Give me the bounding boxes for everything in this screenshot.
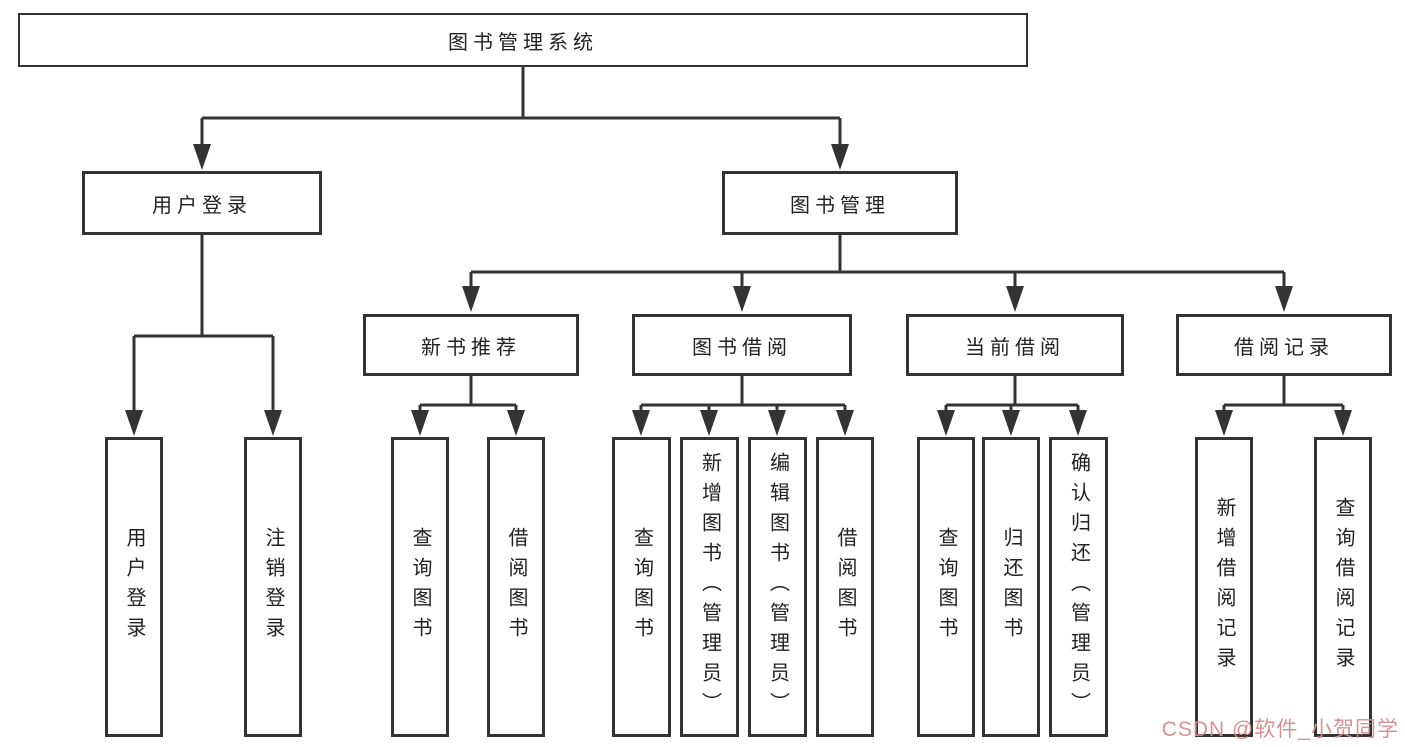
leaf-label: 新增借阅记录 [1213, 497, 1235, 677]
arrow-down-icon [411, 410, 429, 436]
arrow-down-icon [507, 410, 525, 436]
leaf-label: 查询借阅记录 [1332, 497, 1354, 677]
node-library-system: 图书管理系统 [18, 13, 1028, 67]
edge-bookmgmt-to-level3 [469, 235, 1286, 294]
leaf-label: 借阅图书 [834, 527, 856, 647]
leaf-label: 新增图书（管理员） [698, 452, 721, 722]
arrow-down-icon [462, 286, 480, 312]
leaf-label: 查询图书 [409, 527, 431, 647]
leaf-label: 用户登录 [123, 527, 145, 647]
leaf-return-book: 归还图书 [982, 437, 1040, 737]
arrow-down-icon [1215, 410, 1233, 436]
node-book-borrow: 图书借阅 [632, 314, 852, 376]
leaf-add-borrow-record: 新增借阅记录 [1195, 437, 1253, 737]
leaf-label: 查询图书 [935, 527, 957, 647]
leaf-add-book-admin: 新增图书（管理员） [680, 437, 739, 737]
arrow-down-icon [1006, 286, 1024, 312]
leaf-query-book-2: 查询图书 [612, 437, 671, 737]
arrow-down-icon [1334, 410, 1352, 436]
leaf-query-borrow-record: 查询借阅记录 [1314, 437, 1372, 737]
leaf-label: 编辑图书（管理员） [766, 452, 789, 722]
arrow-down-icon [1069, 410, 1087, 436]
leaf-query-book-1: 查询图书 [391, 437, 449, 737]
node-current-borrow: 当前借阅 [906, 314, 1124, 376]
leaf-user-login: 用户登录 [105, 437, 163, 737]
arrow-down-icon [733, 286, 751, 312]
edge-root-to-level2 [200, 67, 842, 152]
arrow-down-icon [1002, 410, 1020, 436]
leaf-label: 注销登录 [262, 527, 284, 647]
leaf-label: 查询图书 [630, 527, 653, 647]
leaf-query-book-3: 查询图书 [917, 437, 975, 737]
leaf-label: 归还图书 [1000, 527, 1022, 647]
node-book-management: 图书管理 [722, 171, 958, 235]
edge-userlogin-to-leaves [132, 235, 275, 420]
leaf-logout: 注销登录 [244, 437, 302, 737]
arrow-down-icon [836, 410, 854, 436]
edge-current-to-leaves [944, 376, 1080, 420]
arrow-down-icon [1275, 286, 1293, 312]
arrow-down-icon [125, 410, 143, 436]
node-borrow-record: 借阅记录 [1176, 314, 1392, 376]
arrow-down-icon [193, 144, 211, 170]
arrow-down-icon [264, 410, 282, 436]
edge-borrow-to-leaves [639, 376, 847, 420]
arrow-down-icon [937, 410, 955, 436]
leaf-borrow-book-2: 借阅图书 [816, 437, 874, 737]
arrow-down-icon [768, 410, 786, 436]
arrow-down-icon [700, 410, 718, 436]
arrow-down-icon [831, 144, 849, 170]
leaf-label: 借阅图书 [505, 527, 527, 647]
edge-newbook-to-leaves [418, 376, 518, 420]
leaf-label: 确认归还（管理员） [1067, 452, 1090, 722]
arrow-down-icon [632, 410, 650, 436]
leaf-confirm-return-admin: 确认归还（管理员） [1049, 437, 1108, 737]
leaf-edit-book-admin: 编辑图书（管理员） [748, 437, 807, 737]
node-user-login: 用户登录 [82, 171, 322, 235]
edge-record-to-leaves [1222, 376, 1345, 420]
node-new-book-recommend: 新书推荐 [363, 314, 579, 376]
leaf-borrow-book-1: 借阅图书 [487, 437, 545, 737]
